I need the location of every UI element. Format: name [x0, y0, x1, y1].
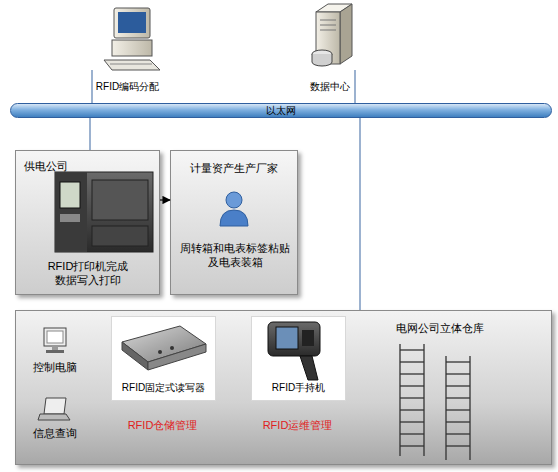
node-title: RFID编码分配 — [85, 80, 170, 93]
network-link — [359, 118, 360, 310]
node-title: 以太网 — [11, 104, 551, 117]
node-title: 计量资产生产厂家 — [171, 161, 297, 175]
warehouse-box: 电网公司立体仓库 RFID固定式读写器 RFID手持机 — [15, 310, 552, 465]
device-box: RFID固定式读写器 — [111, 316, 216, 401]
company-box: 供电公司 RFID打印机完成数据写入打印 — [15, 150, 160, 295]
node-title: RFID手持机 — [252, 381, 345, 394]
function-label: RFID仓储管理 — [110, 418, 215, 432]
server-node: 数据中心 — [303, 3, 363, 70]
network-link — [89, 118, 90, 150]
node-title: 电网公司立体仓库 — [396, 321, 526, 335]
device-box: RFID手持机 — [251, 316, 346, 401]
ethernet-bus: 以太网 — [10, 103, 552, 118]
icon-caption: 信息查询 — [25, 426, 85, 440]
icon-caption: 控制电脑 — [25, 360, 85, 374]
node-title: 数据中心 — [300, 80, 360, 93]
network-link — [354, 70, 355, 103]
manufacturer-box: 计量资产生产厂家周转箱和电表标签粘贴及电表装箱 — [170, 150, 298, 295]
computer-node: RFID编码分配 — [85, 3, 170, 70]
flow-arrow — [160, 199, 170, 200]
server-icon — [312, 4, 352, 66]
network-link — [91, 70, 92, 103]
node-body: RFID打印机完成数据写入打印 — [43, 259, 133, 288]
node-title: 供电公司 — [24, 159, 114, 173]
function-label: RFID运维管理 — [245, 418, 350, 432]
computer-icon — [104, 8, 160, 70]
node-title: RFID固定式读写器 — [112, 381, 215, 394]
node-body: 周转箱和电表标签粘贴及电表装箱 — [177, 241, 293, 270]
